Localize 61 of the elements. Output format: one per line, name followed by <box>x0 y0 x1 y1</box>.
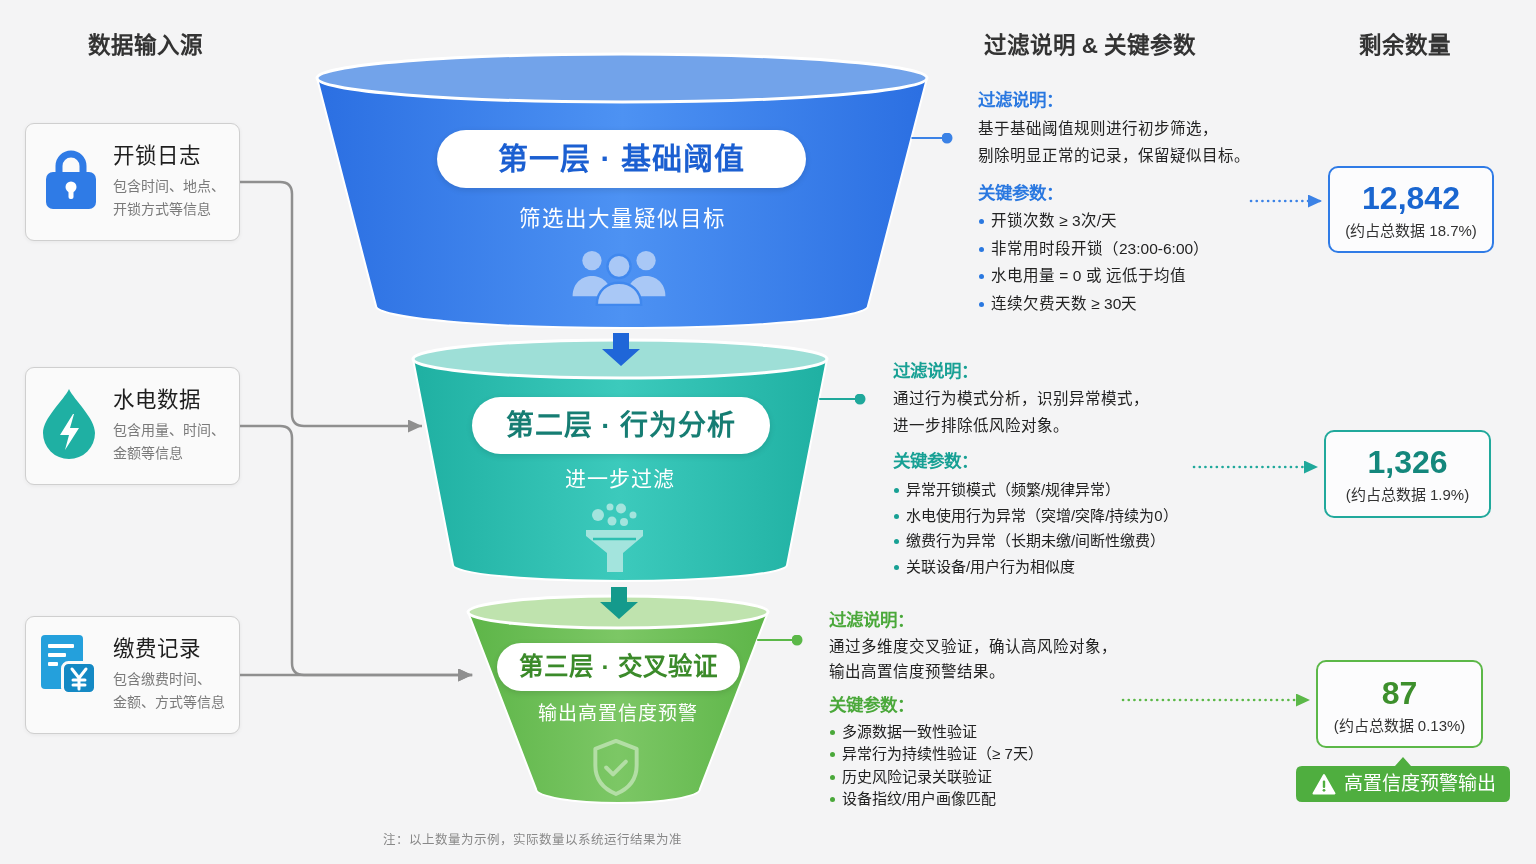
layer-title: 第二层 · 行为分析 <box>472 397 770 454</box>
card-title: 水电数据 <box>113 387 201 414</box>
count-box <box>1328 166 1494 253</box>
section-heading: 过滤说明： <box>978 89 1063 112</box>
layer-subtitle: 输出高置信度预警 <box>538 702 698 726</box>
description-text: 基于基础阈值规则进行初步筛选，剔除明显正常的记录，保留疑似目标。 <box>978 118 1250 166</box>
column-heading: 过滤说明 & 关键参数 <box>983 31 1197 60</box>
percentage-text: (约占总数据 1.9%) <box>1345 485 1470 505</box>
card-title: 缴费记录 <box>113 636 201 663</box>
footnote: 注：以上数量为示例，实际数量以系统运行结果为准 <box>382 832 682 849</box>
description-text: 通过行为模式分析，识别异常模式，进一步排除低风险对象。 <box>893 388 1149 436</box>
bullet-item: 非常用时段开锁（23:00-6:00） <box>978 236 1210 261</box>
bullet-item: 缴费行为异常（长期未缴/间断性缴费） <box>893 529 1166 554</box>
arrow <box>240 180 422 433</box>
count-value: 87 <box>1381 674 1418 713</box>
description-text: 通过多维度交叉验证，确认高风险对象，输出高置信度预警结果。 <box>829 636 1117 682</box>
dotted-arrow <box>1121 693 1312 707</box>
section-heading: 过滤说明： <box>893 360 978 383</box>
count-value: 12,842 <box>1362 179 1460 218</box>
alert-badge <box>1296 756 1510 802</box>
bullet-item: 开锁次数 ≥ 3次/天 <box>978 209 1118 233</box>
section-heading: 过滤说明： <box>829 609 914 632</box>
bullet-item: 水电用量 = 0 或 远低于均值 <box>978 264 1186 289</box>
count-box <box>1324 430 1491 518</box>
source-card <box>25 367 240 485</box>
percentage-text: (约占总数据 18.7%) <box>1345 221 1477 241</box>
dotted-arrow <box>1192 460 1320 474</box>
bullet-item: 关联设备/用户行为相似度 <box>893 555 1076 580</box>
leader-line <box>818 393 866 405</box>
leader-line <box>910 132 953 144</box>
layer-subtitle: 筛选出大量疑似目标 <box>518 206 726 233</box>
column-heading: 剩余数量 <box>1359 31 1451 60</box>
bullet-item: 异常行为持续性验证（≥ 7天） <box>829 742 1043 767</box>
dotted-arrow <box>1249 194 1324 208</box>
bullet-item: 多源数据一致性验证 <box>829 720 977 744</box>
bullet-item: 水电使用行为异常（突增/突降/持续为0） <box>893 503 1178 528</box>
layer-title: 第一层 · 基础阈值 <box>437 130 806 188</box>
alert-label: 高置信度预警输出 <box>1344 772 1496 796</box>
percentage-text: (约占总数据 0.13%) <box>1333 716 1466 736</box>
card-description: 包含用量、时间、金额等信息 <box>113 421 225 463</box>
bullet-item: 连续欠费天数 ≥ 30天 <box>978 292 1138 317</box>
flow-arrow <box>600 587 638 619</box>
section-heading: 关键参数： <box>978 182 1063 205</box>
bullet-item: 异常开锁模式（频繁/规律异常） <box>893 478 1121 502</box>
section-heading: 关键参数： <box>893 450 978 473</box>
source-card <box>25 616 240 734</box>
section-heading: 关键参数： <box>829 694 914 717</box>
leader-line <box>756 634 803 646</box>
layer-title: 第三层 · 交叉验证 <box>497 643 740 691</box>
bullet-item: 设备指纹/用户画像匹配 <box>829 787 997 812</box>
card-description: 包含时间、地点、开锁方式等信息 <box>113 177 225 219</box>
count-value: 1,326 <box>1367 443 1448 482</box>
card-description: 包含缴费时间、金额、方式等信息 <box>113 670 225 712</box>
layer-subtitle: 进一步过滤 <box>565 466 675 492</box>
arrow <box>240 668 473 682</box>
bullet-item: 历史风险记录关联验证 <box>829 764 992 789</box>
flow-arrow <box>602 333 640 366</box>
count-box <box>1316 660 1483 748</box>
card-title: 开锁日志 <box>113 143 201 170</box>
source-card <box>25 123 240 241</box>
column-heading: 数据输入源 <box>87 31 203 60</box>
